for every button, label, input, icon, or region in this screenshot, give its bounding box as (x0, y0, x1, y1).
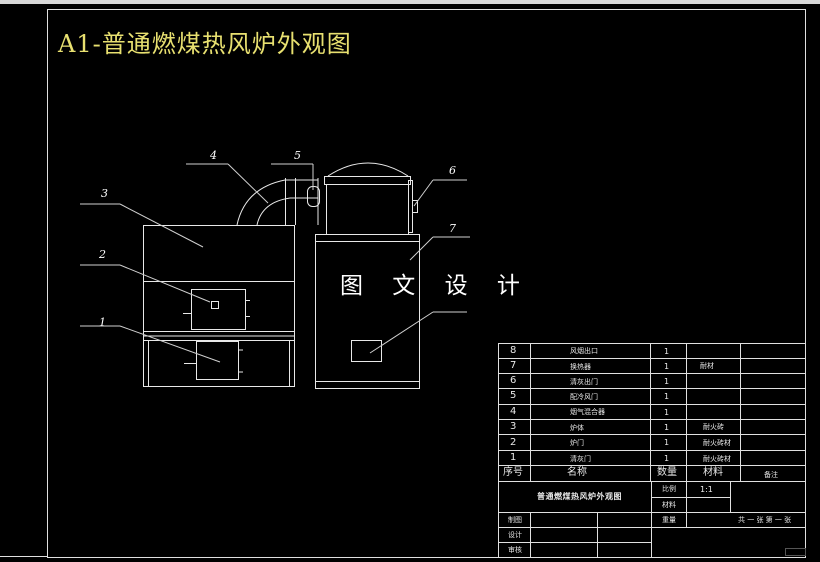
part-qty: 1 (664, 408, 670, 417)
drawing-frame (0, 9, 806, 558)
callout-6: 6 (449, 164, 456, 177)
title-block-grid (498, 343, 806, 558)
title-block-scale-value: 1:1 (700, 485, 713, 494)
header-qty: 数量 (657, 467, 677, 478)
title-block-drawing-name: 普通燃煤热风炉外观图 (537, 492, 622, 501)
part-qty: 1 (664, 377, 670, 386)
callout-7: 7 (449, 222, 456, 235)
title-block-designed-label: 设计 (508, 531, 522, 539)
heat-exchanger (315, 162, 420, 389)
title-block-scale-label: 比例 (662, 485, 676, 493)
corner-marks (785, 548, 806, 556)
header-no: 序号 (503, 467, 523, 478)
callout-5: 5 (294, 149, 301, 162)
callout-3: 3 (101, 187, 108, 200)
part-no: 5 (510, 390, 517, 401)
callout-4: 4 (210, 149, 217, 162)
callout-2: 2 (99, 248, 106, 261)
title-block-sheet: 共 一 张 第 一 张 (738, 516, 792, 524)
part-name: 配冷风门 (570, 393, 598, 401)
callout-1: 1 (99, 316, 106, 329)
header-material: 材料 (703, 467, 723, 478)
part-no: 7 (510, 360, 517, 371)
part-name: 风烟出口 (570, 347, 598, 355)
part-no: 4 (510, 406, 517, 417)
part-name: 清灰门 (570, 455, 591, 463)
part-name: 换热器 (570, 363, 591, 371)
part-material: 耐火砖 (703, 423, 724, 431)
part-qty: 1 (664, 438, 670, 447)
part-qty: 1 (664, 347, 670, 356)
watermark: 图 文 设 计 (340, 273, 531, 299)
title-block-drawn-label: 制图 (508, 516, 522, 524)
part-material: 耐火砖材 (703, 455, 731, 463)
part-no: 3 (510, 421, 517, 432)
title-block-weight-label: 重量 (662, 516, 676, 524)
part-name: 清灰出门 (570, 378, 598, 386)
part-no: 8 (510, 345, 517, 356)
leader-lines (80, 163, 470, 363)
part-name: 炉门 (570, 439, 584, 447)
title-block-reviewed-label: 审核 (508, 546, 522, 554)
part-no: 2 (510, 437, 517, 448)
part-material: 耐材 (700, 362, 714, 370)
part-no: 6 (510, 375, 517, 386)
part-name: 炉体 (570, 424, 584, 432)
part-qty: 1 (664, 392, 670, 401)
furnace-body (143, 225, 295, 387)
part-material: 耐火砖材 (703, 439, 731, 447)
part-no: 1 (510, 452, 517, 463)
title-block-material-label: 材料 (662, 501, 676, 509)
part-name: 烟气混合器 (570, 408, 605, 416)
drawing-title: A1-普通燃煤热风炉外观图 (58, 30, 352, 58)
part-qty: 1 (664, 454, 670, 463)
part-qty: 1 (664, 423, 670, 432)
header-name: 名称 (567, 467, 587, 478)
mixing-duct (236, 178, 320, 226)
header-note: 备注 (764, 471, 778, 479)
part-qty: 1 (664, 362, 670, 371)
